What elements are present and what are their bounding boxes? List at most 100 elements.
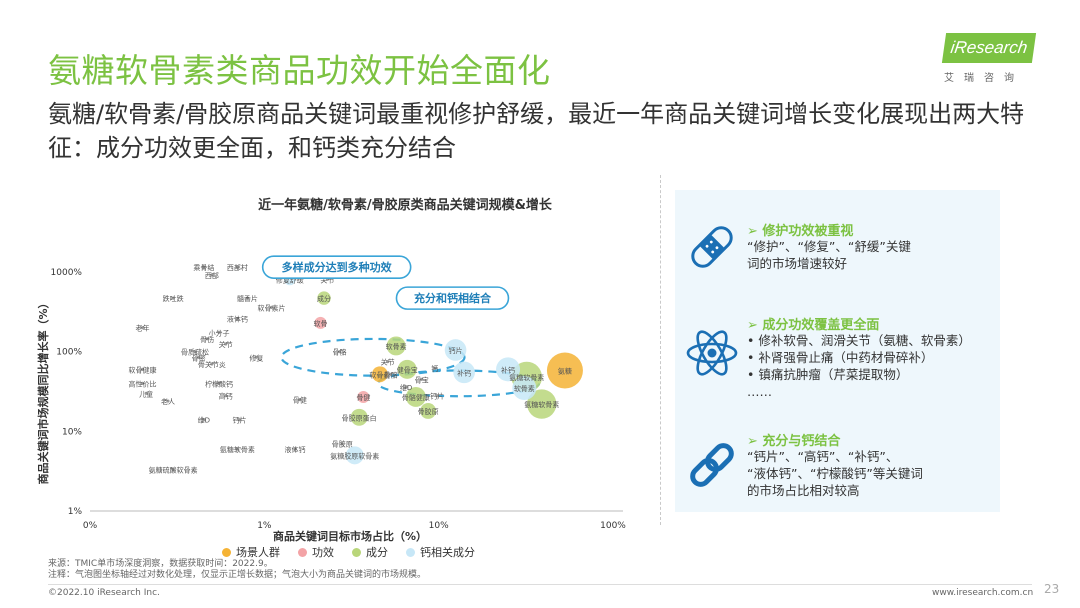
bubble-label: 钙片 xyxy=(430,392,444,401)
bubble xyxy=(202,265,206,269)
copyright: ©2022.10 iResearch Inc. xyxy=(48,588,160,598)
website-link[interactable]: www.iresearch.com.cn xyxy=(932,588,1034,598)
bubble xyxy=(171,296,175,300)
bubble-label: 骨健 xyxy=(356,393,370,402)
bubble-label: 软骨素 xyxy=(514,384,535,393)
x-axis-label: 商品关键词目标市场占比（%） xyxy=(273,529,427,543)
bubble xyxy=(254,355,258,359)
footer-divider xyxy=(48,584,1032,585)
legend-swatch xyxy=(352,547,361,557)
bubble-label: 髓香片 xyxy=(237,294,258,303)
bubble xyxy=(171,468,175,472)
bubble xyxy=(197,355,201,359)
bubble-label: 高性价比 xyxy=(128,379,156,388)
bubble xyxy=(235,447,239,451)
bubble-label: 西部村 xyxy=(227,263,248,272)
legend-swatch xyxy=(222,547,231,557)
y-axis-label: 商品关键词市场规模同比增长率（%） xyxy=(36,297,50,484)
bubble-label: 骨健 xyxy=(293,396,307,405)
bubble xyxy=(269,305,274,309)
card-line: “钙片”、“高钙”、“补钙”、 xyxy=(747,449,899,464)
bubble xyxy=(444,339,467,361)
bubble xyxy=(298,398,302,402)
bubble xyxy=(405,387,426,407)
bubble xyxy=(314,316,327,329)
chart-title: 近一年氨糖/软骨素/骨胶原类商品关键词规模&增长 xyxy=(258,197,553,213)
card-body: “修护”、“修复”、“舒缓”关键 词的市场增速较好 xyxy=(747,238,997,272)
bubble-label: 氨糖软骨素 xyxy=(524,400,559,409)
bubble-label: 骨关节炎 xyxy=(198,360,226,369)
x-tick-label: 1% xyxy=(257,521,272,531)
annotation-badge xyxy=(261,255,412,279)
legend-item: 成分 xyxy=(352,544,388,560)
card-line: • 补肾强骨止痛（中药材骨碎补） xyxy=(747,350,934,365)
bubble-label: 骨骼 xyxy=(384,370,398,379)
logo-subtitle: 艾瑞咨询 xyxy=(944,73,1024,84)
annotation-badge xyxy=(395,286,510,310)
bubble-label: 钙片 xyxy=(232,416,246,425)
legend-item: 功效 xyxy=(298,544,334,560)
card-line: “液体钙”、“柠檬酸钙”等关键词 xyxy=(747,466,923,481)
y-tick-label: 1000% xyxy=(51,268,83,278)
card-heading: ➢ 充分与钙结合 xyxy=(747,434,841,449)
bubble xyxy=(420,377,424,381)
bubble xyxy=(235,317,239,321)
bubble xyxy=(293,447,297,451)
vertical-divider xyxy=(660,175,661,525)
page-subtitle: 氨糖/软骨素/骨胶原商品关键词最重视修护舒缓，最近一年商品关键词增长变化展现出两… xyxy=(48,100,1025,162)
chain-link-icon xyxy=(685,438,739,492)
bubble xyxy=(340,442,344,446)
bubble-label: 补钙 xyxy=(501,365,515,374)
bubble xyxy=(371,366,388,383)
bubble-label: 关节 xyxy=(219,340,233,349)
bubble-label: 西部 xyxy=(205,271,219,280)
bubble-label: 修复 xyxy=(249,353,263,362)
bubble xyxy=(453,361,475,384)
bubble-label: 骨伤 xyxy=(200,335,214,344)
bubble xyxy=(337,350,342,354)
page-number: 23 xyxy=(1044,582,1060,596)
bubble-label: 骨胶原蛋白 xyxy=(342,413,377,422)
card-line: • 镇痛抗肿瘤（芹菜提取物） xyxy=(747,367,909,382)
bubble xyxy=(245,296,250,300)
bubble-label: 骨胶原 xyxy=(418,407,439,416)
chart-legend: 场景人群功效成分钙相关成分 xyxy=(222,544,475,560)
card-line: …… xyxy=(747,384,772,399)
bubble-label: 骨骼健康 xyxy=(402,393,430,402)
atom-icon xyxy=(685,326,739,380)
card-line: “修护”、“修复”、“舒缓”关键 xyxy=(747,239,911,254)
card-heading: ➢ 成分功效覆盖更全面 xyxy=(747,318,880,333)
bubble xyxy=(386,360,390,364)
y-tick-label: 100% xyxy=(56,348,82,358)
y-tick-label: 10% xyxy=(62,427,82,437)
card-body: “钙片”、“高钙”、“补钙”、 “液体钙”、“柠檬酸钙”等关键词 的市场占比相对… xyxy=(747,448,997,499)
legend-swatch xyxy=(406,547,415,557)
bubble xyxy=(224,342,228,346)
bubble-label: 修复舒缓 xyxy=(276,275,304,284)
bubble-label: 氨糖胶原软骨素 xyxy=(330,451,379,460)
bubble xyxy=(202,418,206,422)
bubble xyxy=(317,291,331,305)
bubble-label: 氨糖硫酸软骨素 xyxy=(149,466,198,475)
bubble xyxy=(210,273,214,277)
x-tick-label: 100% xyxy=(600,521,626,531)
y-tick-label: 1% xyxy=(68,507,83,517)
bubble xyxy=(388,372,393,376)
annotation-label: 充分和钙相结合 xyxy=(414,291,492,305)
bubble xyxy=(420,403,437,419)
x-tick-label: 0% xyxy=(83,521,98,531)
bubble-label: 软骨素 xyxy=(386,342,407,351)
bubble xyxy=(217,330,221,334)
bubble-label: 维D xyxy=(198,416,210,425)
bubble-label: 儿童 xyxy=(139,389,153,398)
card-line: 词的市场增速较好 xyxy=(747,256,848,271)
bubble-label: 跌吐跌 xyxy=(163,294,184,303)
bubble-label: 关节 xyxy=(381,358,395,367)
bubble xyxy=(144,391,148,395)
method-note: 注释：气泡图坐标轴经过对数化处理，仅显示正增长数据；气泡大小为商品关键词的市场规… xyxy=(48,570,427,580)
bubble xyxy=(397,359,417,379)
bubble xyxy=(496,357,521,382)
bubble-label: 软骨素 xyxy=(369,370,390,379)
bubble xyxy=(205,337,209,341)
bubble-label: 骨宝 xyxy=(415,375,429,384)
